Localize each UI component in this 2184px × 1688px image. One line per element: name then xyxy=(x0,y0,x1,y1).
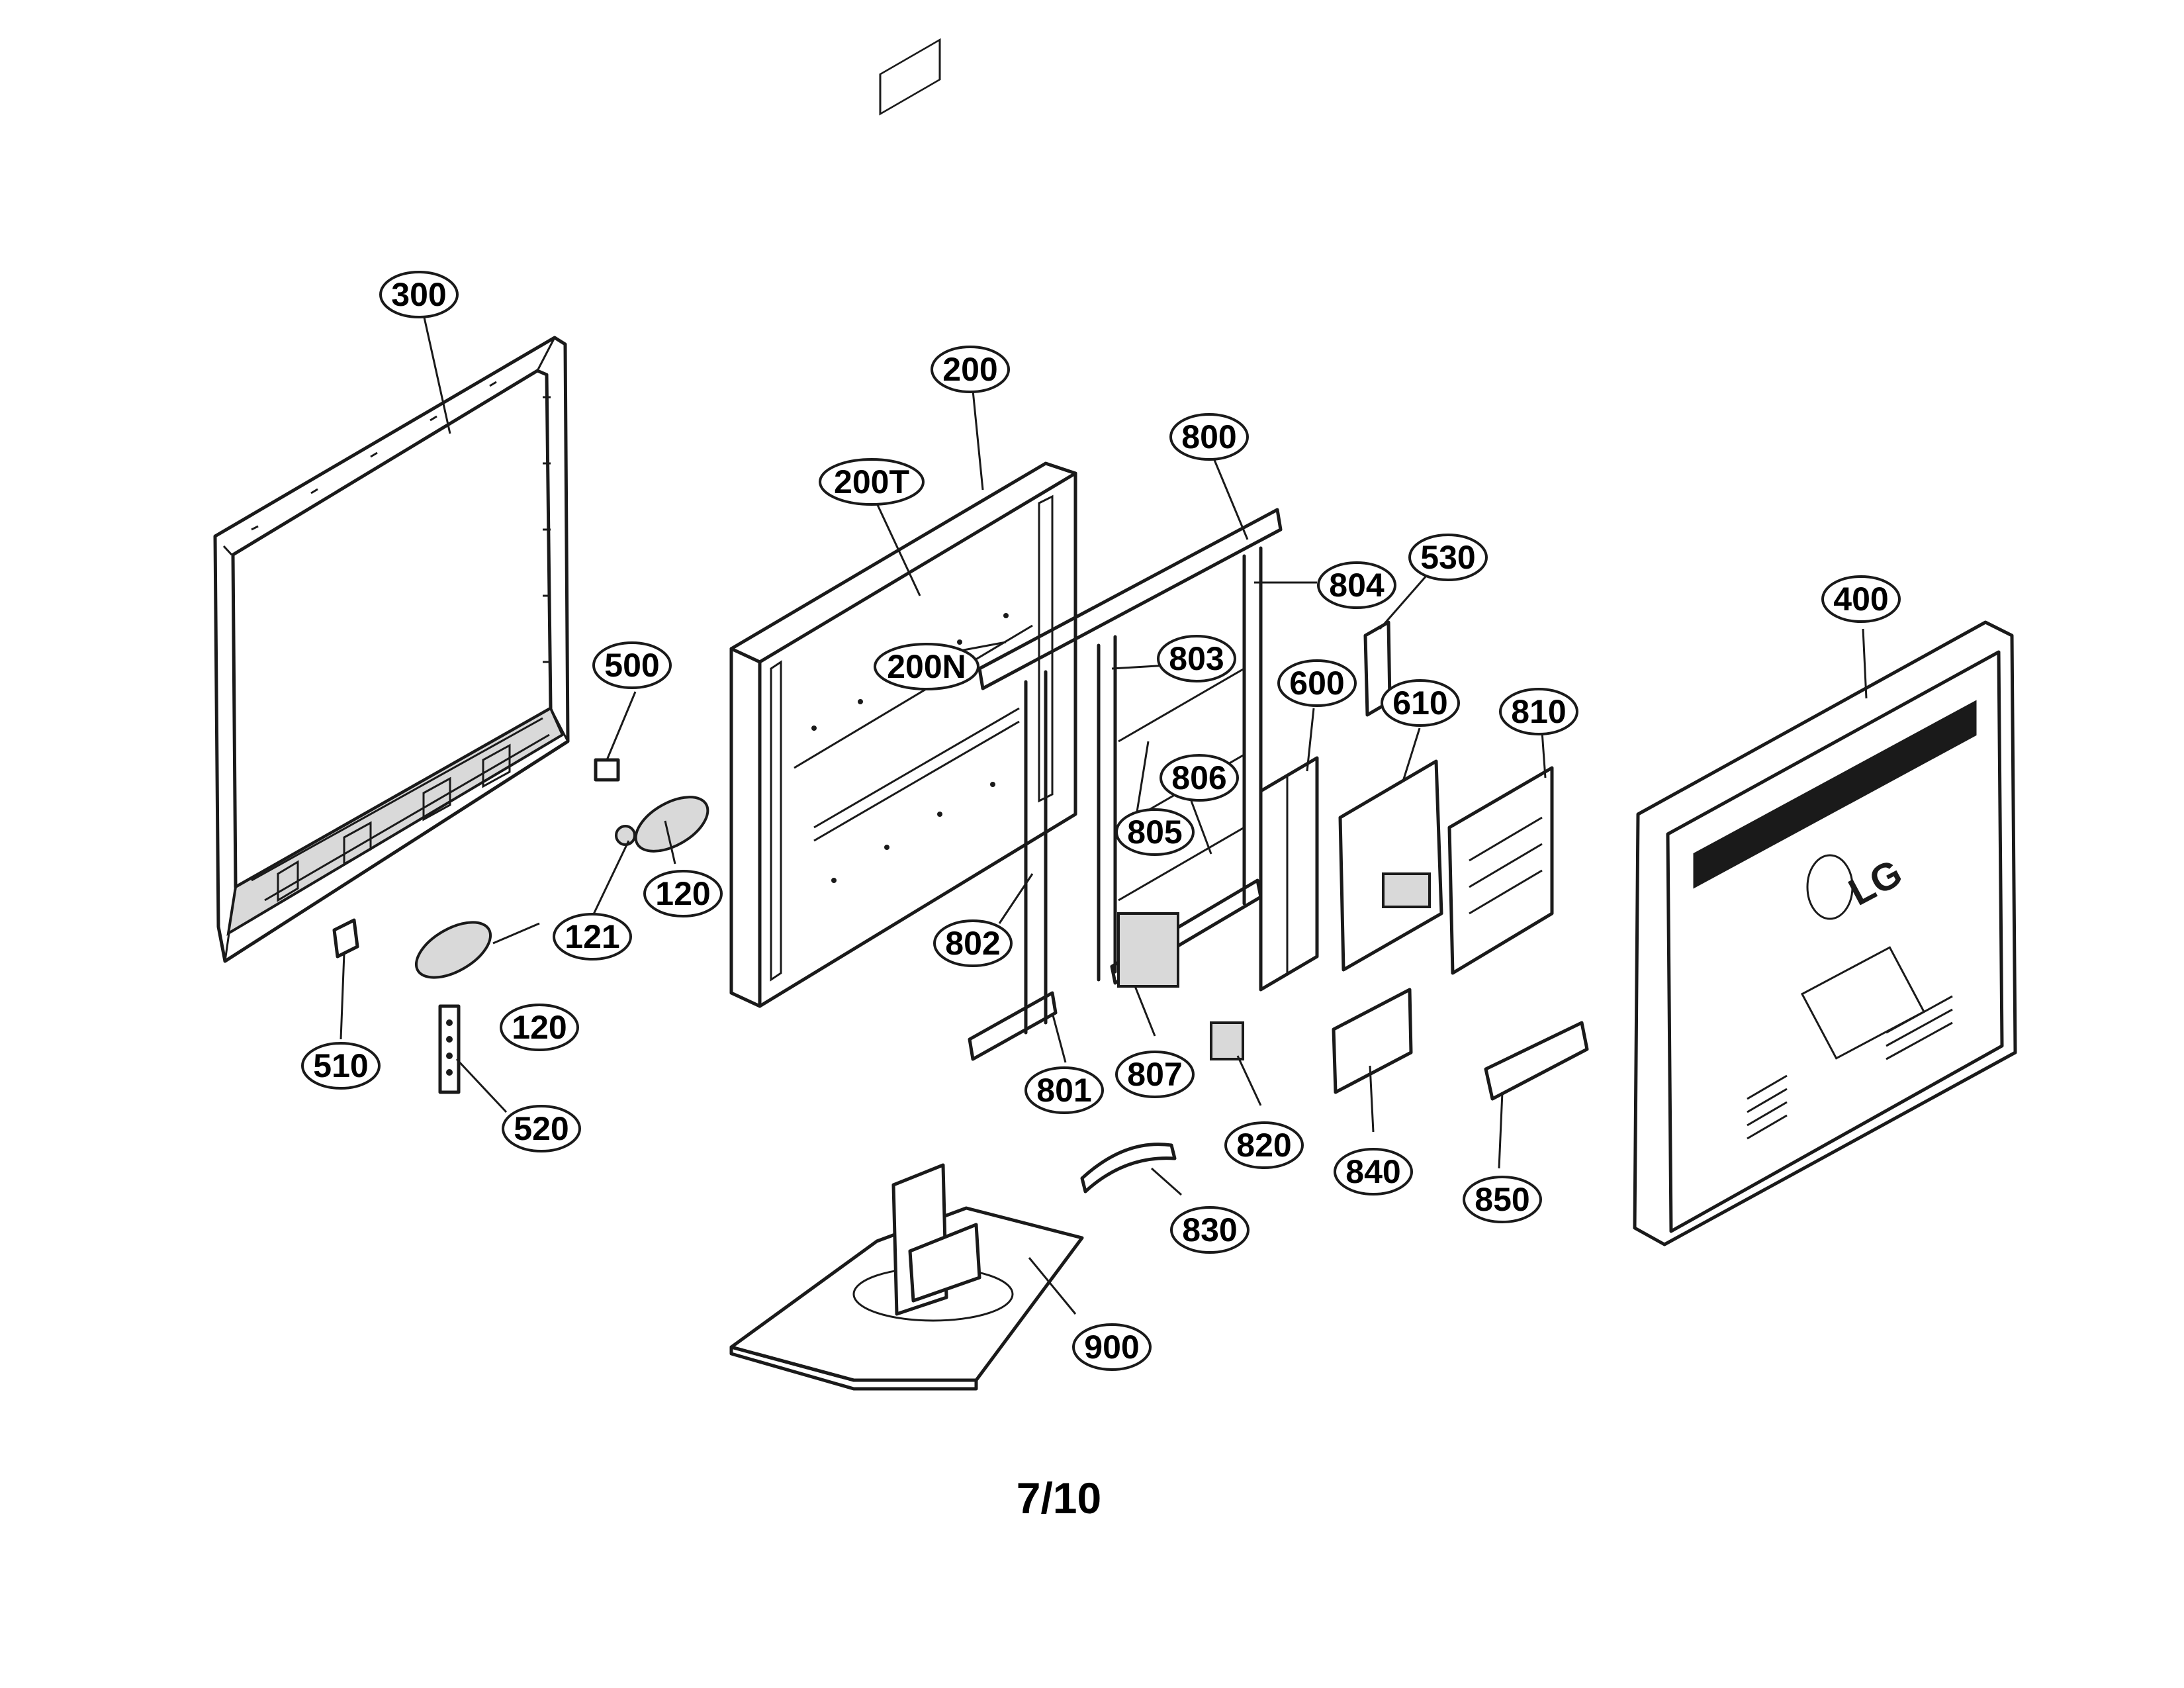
part-810-vents xyxy=(1469,816,1543,915)
part-120-speaker-upper xyxy=(634,796,709,853)
callout-510: 510 xyxy=(301,1042,381,1090)
svg-text:803: 803 xyxy=(1169,640,1224,677)
svg-text:801: 801 xyxy=(1036,1072,1091,1109)
callout-840: 840 xyxy=(1334,1148,1413,1196)
svg-text:200: 200 xyxy=(942,351,997,388)
part-stand-base xyxy=(729,1163,1084,1391)
callout-803: 803 xyxy=(1157,635,1236,682)
callout-820: 820 xyxy=(1224,1121,1304,1169)
callout-830: 830 xyxy=(1170,1206,1250,1254)
svg-text:500: 500 xyxy=(604,647,659,684)
svg-text:806: 806 xyxy=(1171,759,1226,796)
callout-802: 802 xyxy=(933,919,1013,967)
svg-text:807: 807 xyxy=(1127,1056,1182,1093)
callout-200T: 200T xyxy=(819,458,925,506)
part-front-bezel xyxy=(213,336,570,963)
svg-text:520: 520 xyxy=(514,1110,569,1147)
part-520-buttons xyxy=(446,1019,453,1076)
callout-804: 804 xyxy=(1317,561,1396,609)
svg-text:200N: 200N xyxy=(887,648,966,685)
svg-text:850: 850 xyxy=(1475,1181,1529,1218)
callout-200: 200 xyxy=(931,346,1010,393)
svg-text:610: 610 xyxy=(1392,684,1447,722)
callout-900: 900 xyxy=(1072,1323,1152,1371)
callout-200N: 200N xyxy=(874,643,979,690)
callout-121: 121 xyxy=(553,913,632,961)
svg-text:200T: 200T xyxy=(834,463,909,500)
part-520-control-board xyxy=(438,1004,461,1094)
part-820-hinge xyxy=(1210,1021,1244,1060)
callout-810: 810 xyxy=(1499,688,1578,735)
svg-text:900: 900 xyxy=(1084,1329,1139,1366)
callout-807: 807 xyxy=(1115,1051,1195,1098)
part-850-cover xyxy=(1484,1021,1589,1101)
callout-600: 600 xyxy=(1277,659,1357,707)
part-840-plate xyxy=(1332,988,1413,1094)
page-number: 7/10 xyxy=(1016,1474,1102,1523)
part-display-panel xyxy=(729,38,1077,1008)
callout-120-lower: 120 xyxy=(500,1004,579,1051)
svg-text:530: 530 xyxy=(1420,539,1475,576)
svg-text:400: 400 xyxy=(1833,581,1888,618)
svg-text:802: 802 xyxy=(945,925,1000,962)
svg-text:805: 805 xyxy=(1127,814,1182,851)
part-810-shield xyxy=(1447,766,1554,975)
part-120-speaker-lower xyxy=(414,921,492,979)
svg-text:300: 300 xyxy=(391,276,446,313)
svg-text:600: 600 xyxy=(1289,665,1344,702)
callout-120-upper: 120 xyxy=(643,870,723,917)
svg-text:820: 820 xyxy=(1236,1127,1291,1164)
callout-520: 520 xyxy=(502,1105,581,1152)
callout-610: 610 xyxy=(1381,679,1460,727)
callout-400: 400 xyxy=(1821,575,1901,623)
callout-300: 300 xyxy=(379,271,459,318)
callout-806: 806 xyxy=(1160,754,1239,802)
part-121-screw xyxy=(615,825,636,846)
svg-text:510: 510 xyxy=(313,1047,368,1084)
part-610-pcb xyxy=(1338,759,1443,972)
svg-text:120: 120 xyxy=(655,875,710,912)
svg-text:810: 810 xyxy=(1511,693,1566,730)
callout-800: 800 xyxy=(1169,413,1249,461)
callout-500: 500 xyxy=(592,641,672,689)
part-830-arc-cover xyxy=(1080,1143,1177,1194)
svg-text:120: 120 xyxy=(512,1009,567,1046)
callout-801: 801 xyxy=(1024,1066,1104,1114)
part-610-connectors xyxy=(1382,872,1431,908)
svg-text:800: 800 xyxy=(1181,418,1236,455)
svg-text:830: 830 xyxy=(1182,1211,1237,1248)
callout-805: 805 xyxy=(1115,808,1195,856)
svg-text:121: 121 xyxy=(565,918,619,955)
part-rear-cover: LG xyxy=(1633,620,2017,1246)
callout-530: 530 xyxy=(1408,534,1488,581)
callout-850: 850 xyxy=(1463,1176,1542,1223)
part-510-bracket xyxy=(332,918,359,959)
part-600-module xyxy=(1259,756,1319,992)
part-500-clip xyxy=(594,758,620,782)
svg-text:840: 840 xyxy=(1345,1153,1400,1190)
svg-text:804: 804 xyxy=(1329,567,1385,604)
